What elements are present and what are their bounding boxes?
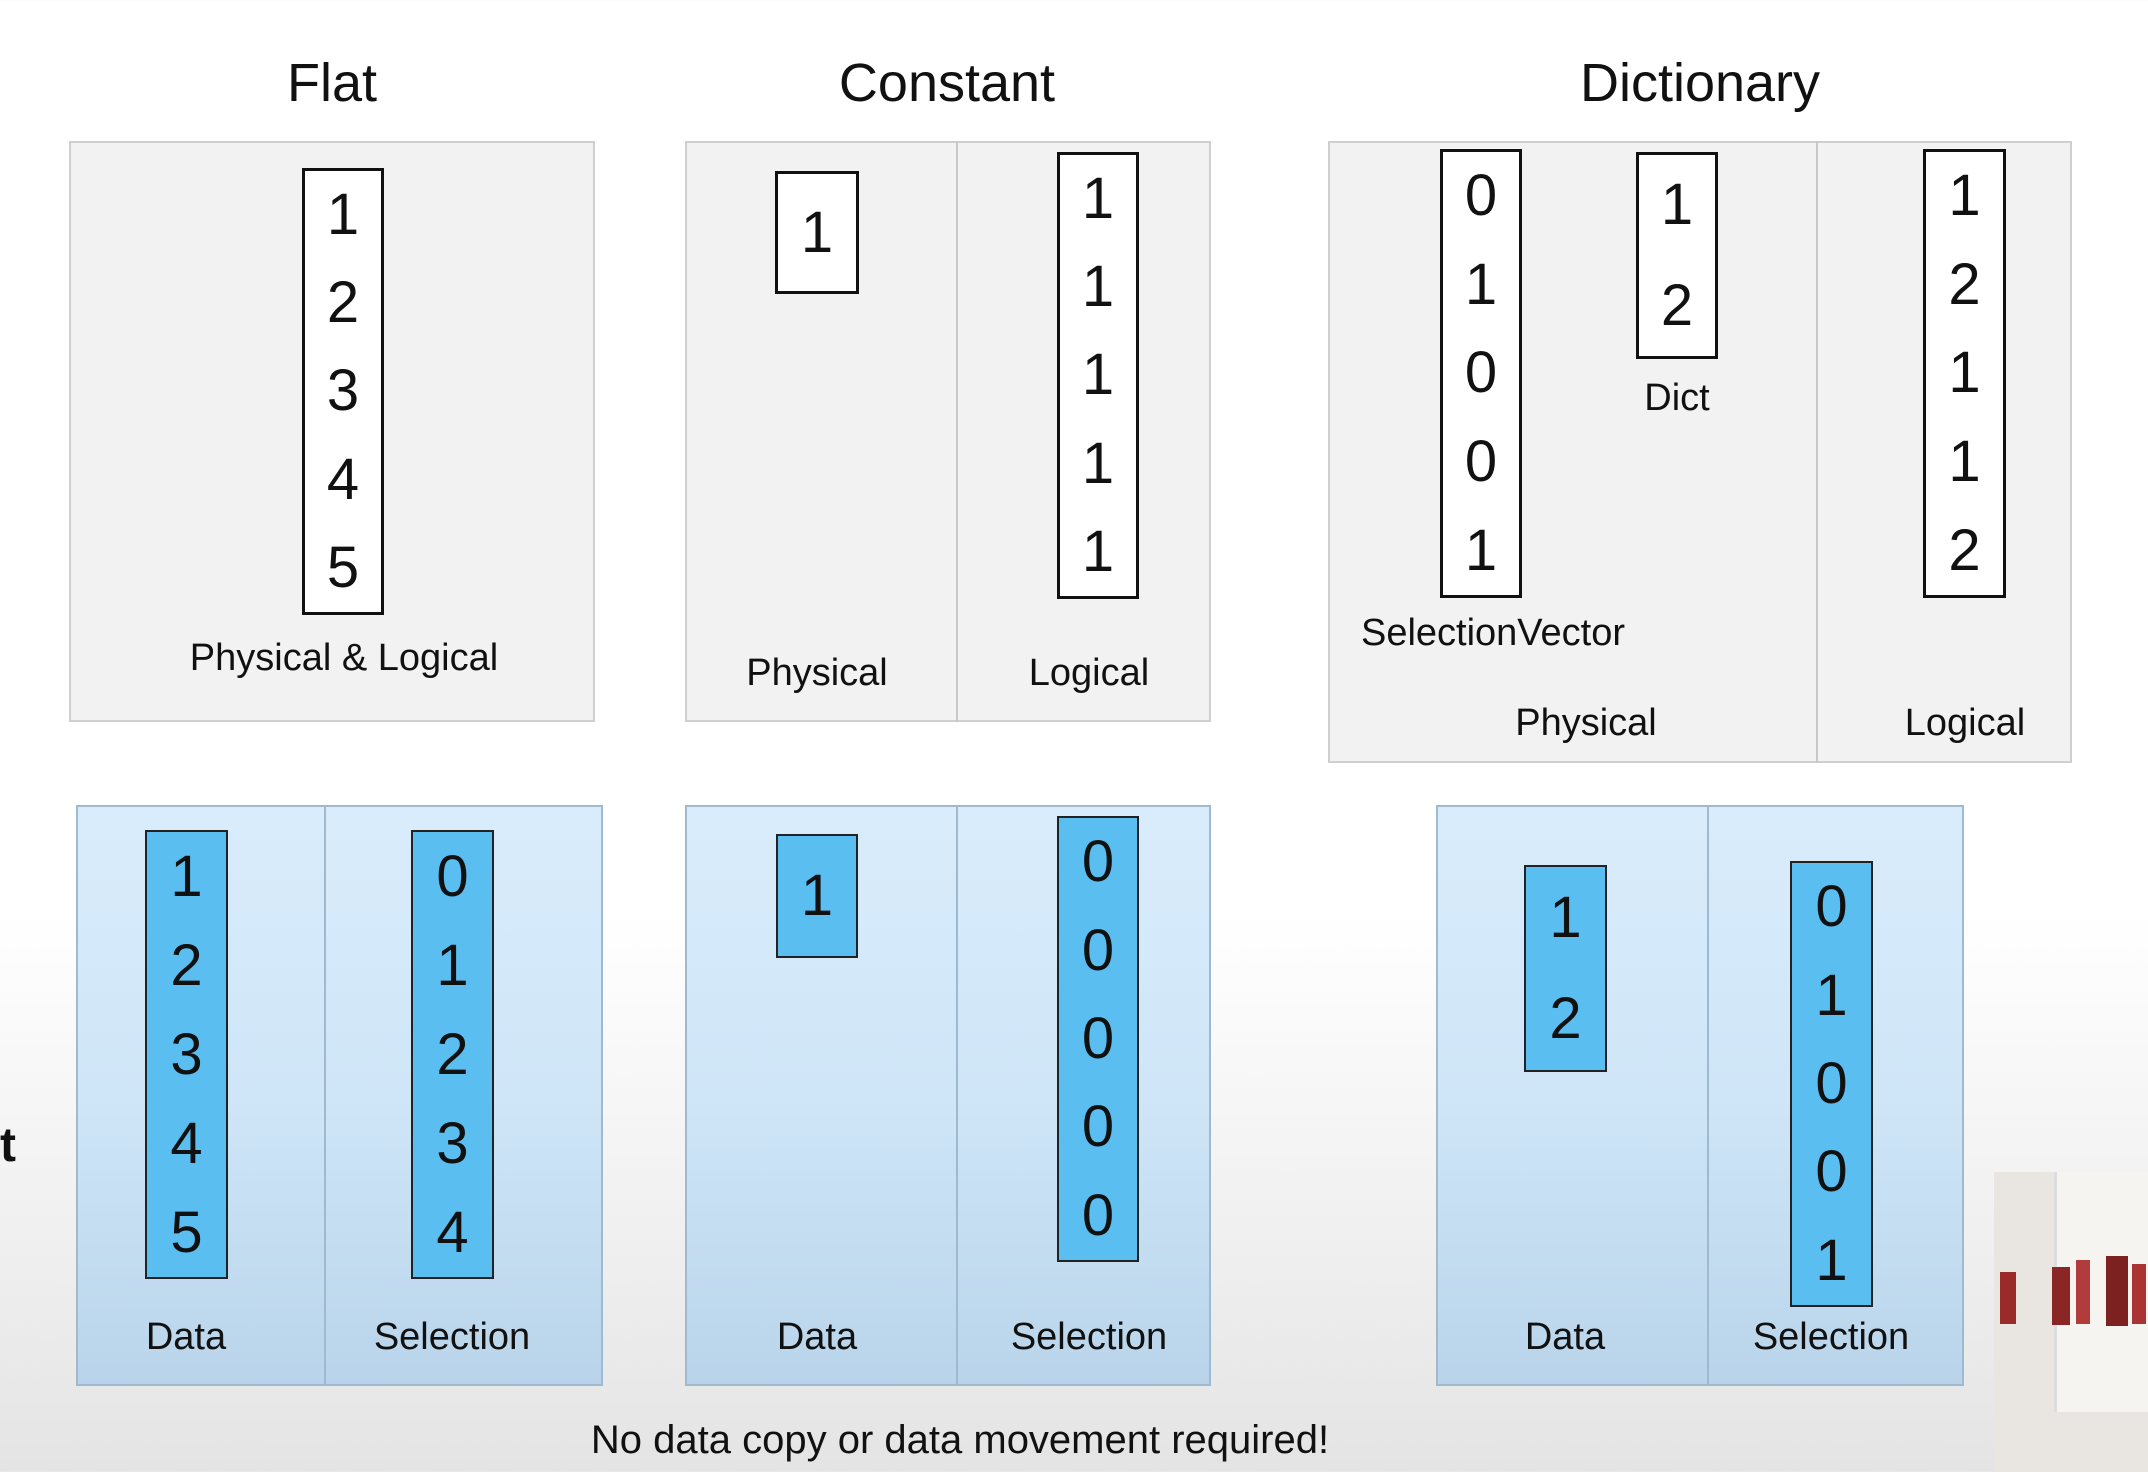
vector-value: 5 (170, 1199, 203, 1265)
vector-value: 0 (1815, 1139, 1848, 1205)
flat-top-label: Physical & Logical (189, 637, 499, 679)
dictionary-dict-label: Dict (1644, 377, 1710, 419)
constant-top-divider (956, 141, 958, 722)
vector-value: 2 (1549, 986, 1582, 1052)
vector-value: 1 (1815, 962, 1848, 1028)
vector-value: 0 (1081, 1182, 1115, 1248)
vector-value: 0 (1081, 829, 1115, 895)
vector-value: 1 (1549, 884, 1582, 950)
vector-value: 3 (170, 1021, 203, 1087)
flat-bottom-data-label: Data (145, 1316, 227, 1358)
vector-value: 0 (1815, 1050, 1848, 1116)
dictionary-logical-vector: 1 2 1 1 2 (1923, 149, 2006, 598)
constant-top-logical-label: Logical (1028, 652, 1150, 694)
constant-bottom-data-vector: 1 (776, 834, 858, 958)
flat-top-vector: 1 2 3 4 5 (302, 168, 384, 615)
vector-value: 1 (800, 863, 834, 928)
constant-top-logical-vector: 1 1 1 1 1 (1057, 152, 1139, 599)
vector-value: 4 (436, 1199, 469, 1265)
constant-bottom-selection-vector: 0 0 0 0 0 (1057, 816, 1139, 1262)
book-image (2052, 1267, 2070, 1325)
book-image (2000, 1272, 2016, 1324)
vector-value: 1 (1464, 251, 1498, 317)
vector-value: 1 (1660, 172, 1694, 238)
vector-value: 0 (1464, 429, 1498, 495)
vector-value: 1 (1948, 340, 1981, 406)
vector-value: 3 (436, 1110, 469, 1176)
vector-value: 1 (1081, 430, 1115, 496)
dictionary-bottom-data-label: Data (1524, 1316, 1606, 1358)
footer-caption: No data copy or data movement required! (590, 1418, 1330, 1462)
constant-top-physical-label: Physical (746, 652, 888, 694)
dictionary-selection-vector: 0 1 0 0 1 (1440, 149, 1522, 598)
vector-value: 1 (326, 182, 360, 248)
cropped-side-text: t (0, 1119, 16, 1172)
constant-bottom-selection-label: Selection (1010, 1316, 1168, 1358)
book-image (2106, 1256, 2128, 1326)
vector-value: 2 (326, 270, 360, 336)
vector-value: 0 (436, 843, 469, 909)
vector-value: 0 (1081, 1005, 1115, 1071)
dictionary-physical-label: Physical (1515, 702, 1657, 744)
dictionary-bottom-divider (1707, 805, 1709, 1386)
dictionary-logical-label: Logical (1904, 702, 2026, 744)
dictionary-selection-vector-label: SelectionVector (1360, 612, 1626, 654)
vector-value: 2 (1948, 251, 1981, 317)
book-image (2076, 1260, 2090, 1324)
book-image (2132, 1264, 2146, 1324)
webcam-thumbnail (1994, 1172, 2148, 1472)
vector-value: 0 (1815, 874, 1848, 940)
vector-value: 0 (1464, 340, 1498, 406)
vector-value: 2 (1948, 517, 1981, 583)
vector-value: 1 (170, 843, 203, 909)
vector-value: 1 (1081, 166, 1115, 232)
vector-value: 0 (1081, 1094, 1115, 1160)
dictionary-bottom-panel (1436, 805, 1964, 1386)
vector-value: 1 (436, 932, 469, 998)
vector-value: 1 (1081, 518, 1115, 584)
flat-bottom-data-vector: 1 2 3 4 5 (145, 830, 228, 1279)
title-constant: Constant (838, 53, 1056, 113)
dictionary-bottom-selection-label: Selection (1752, 1316, 1910, 1358)
vector-value: 1 (800, 199, 834, 265)
vector-value: 1 (1464, 517, 1498, 583)
vector-value: 2 (436, 1021, 469, 1087)
constant-bottom-data-label: Data (776, 1316, 858, 1358)
vector-value: 0 (1081, 917, 1115, 983)
dictionary-top-divider (1816, 141, 1818, 763)
vector-value: 2 (170, 932, 203, 998)
title-dictionary: Dictionary (1579, 53, 1821, 113)
vector-value: 1 (1948, 429, 1981, 495)
vector-value: 1 (1815, 1227, 1848, 1293)
constant-top-physical-vector: 1 (775, 171, 859, 294)
vector-value: 1 (1948, 163, 1981, 229)
vector-value: 5 (326, 534, 360, 600)
flat-bottom-selection-label: Selection (373, 1316, 531, 1358)
vector-value: 4 (170, 1110, 203, 1176)
flat-bottom-selection-vector: 0 1 2 3 4 (411, 830, 494, 1279)
constant-bottom-divider (956, 805, 958, 1386)
vector-value: 3 (326, 358, 360, 424)
title-flat: Flat (286, 53, 378, 113)
vector-value: 1 (1081, 342, 1115, 408)
vector-value: 0 (1464, 163, 1498, 229)
vector-value: 4 (326, 446, 360, 512)
flat-bottom-divider (324, 805, 326, 1386)
vector-value: 1 (1081, 254, 1115, 320)
vector-value: 2 (1660, 272, 1694, 338)
dictionary-bottom-selection-vector: 0 1 0 0 1 (1790, 861, 1873, 1307)
